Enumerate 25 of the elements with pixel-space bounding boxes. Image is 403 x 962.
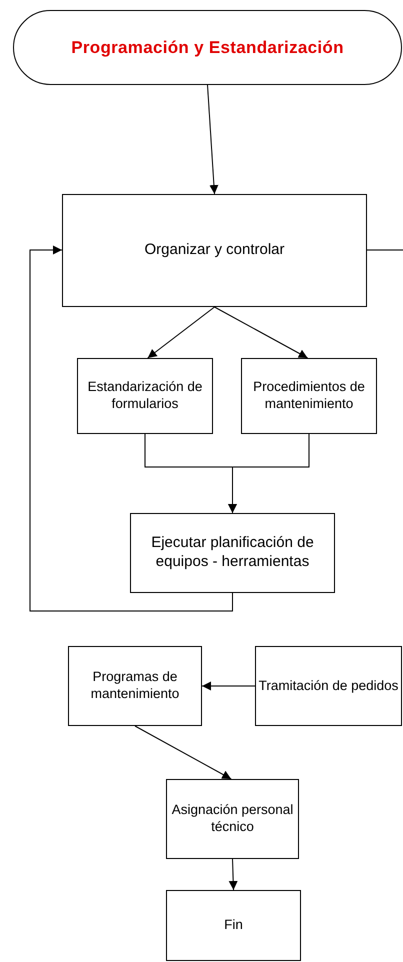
node-label: Ejecutar planificación de equipos - herramientas bbox=[150, 534, 315, 572]
node-label: Programación y Estandarización bbox=[71, 36, 344, 58]
node-label: Estandarización de formularios bbox=[86, 379, 204, 413]
node-label: Fin bbox=[224, 917, 243, 934]
node-label: Organizar y controlar bbox=[144, 241, 285, 260]
process-box bbox=[255, 646, 402, 726]
process-box bbox=[166, 779, 299, 859]
process-box bbox=[62, 194, 367, 307]
arrow bbox=[214, 306, 308, 358]
arrow bbox=[134, 726, 232, 780]
process-box bbox=[68, 646, 202, 726]
arrow bbox=[30, 246, 233, 612]
node-label: Tramitación de pedidos bbox=[258, 678, 398, 694]
arrow bbox=[147, 306, 215, 358]
arrow bbox=[228, 434, 310, 514]
process-box bbox=[166, 890, 301, 961]
node-label: Procedimientos de mantenimiento bbox=[252, 379, 366, 413]
node-label: Programas de mantenimiento bbox=[90, 669, 180, 703]
arrow bbox=[202, 682, 256, 690]
arrow bbox=[228, 858, 238, 890]
process-box bbox=[130, 513, 335, 593]
process-box bbox=[241, 358, 377, 434]
node-label: Asignación personal técnico bbox=[170, 802, 294, 836]
process-box bbox=[77, 358, 213, 434]
arrow bbox=[207, 84, 218, 194]
